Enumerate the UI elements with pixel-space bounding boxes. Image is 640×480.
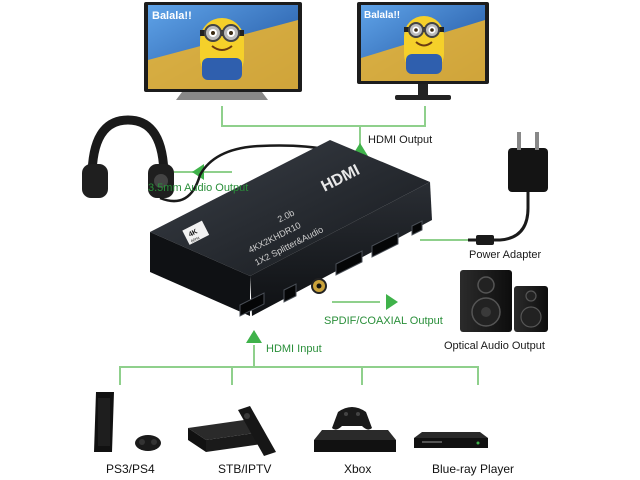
arrow-right-spdif: [386, 294, 398, 310]
tv-left-caption: Balala!!: [152, 10, 192, 22]
source-label-stb: STB/IPTV: [218, 462, 272, 476]
arrow-up-hdmi-input: [246, 330, 262, 343]
spdif-port: [283, 283, 297, 303]
device-ports: [239, 220, 423, 317]
hdmi-splitter-device: HDMI 2.0b 4KX2KHDR10 1X2 Splitter&Audio …: [150, 140, 432, 317]
minion-figure: [200, 18, 244, 80]
tv-right: Balala!!: [357, 2, 489, 100]
dc-port: [411, 220, 423, 236]
speakers-icon: [460, 270, 548, 332]
spdif-coaxial-output-label: SPDIF/COAXIAL Output: [324, 315, 443, 327]
power-adapter-label: Power Adapter: [469, 249, 542, 261]
power-adapter-icon: [468, 132, 548, 245]
tv-right-caption: Balala!!: [364, 10, 400, 21]
hdmi-output1-port: [335, 250, 363, 276]
game-console-icon: [94, 392, 161, 452]
badge-label: 4K: [188, 228, 199, 238]
minion-figure: [404, 16, 444, 74]
tv-left: Balala!!: [144, 2, 302, 100]
xbox-console-icon: [314, 407, 396, 452]
audio-35mm-output-label: 3.5mm Audio Output: [148, 182, 249, 194]
source-label-xbox: Xbox: [344, 462, 372, 476]
source-label-ps: PS3/PS4: [106, 462, 155, 476]
blu-ray-player-icon: [414, 432, 488, 448]
hdmi-input-port: [239, 292, 265, 317]
hdmi-input-label: HDMI Input: [266, 343, 322, 355]
set-top-box-icon: [188, 406, 276, 456]
badge-sub: 60Hz: [190, 235, 201, 244]
source-label-bluray: Blue-ray Player: [432, 462, 515, 476]
device-4k-badge: 4K 60Hz: [182, 220, 210, 245]
optical-audio-output-label: Optical Audio Output: [444, 340, 545, 352]
headphones-icon: [82, 115, 331, 203]
hdmi-output-label: HDMI Output: [368, 134, 433, 146]
hdmi-output2-port: [371, 232, 399, 258]
